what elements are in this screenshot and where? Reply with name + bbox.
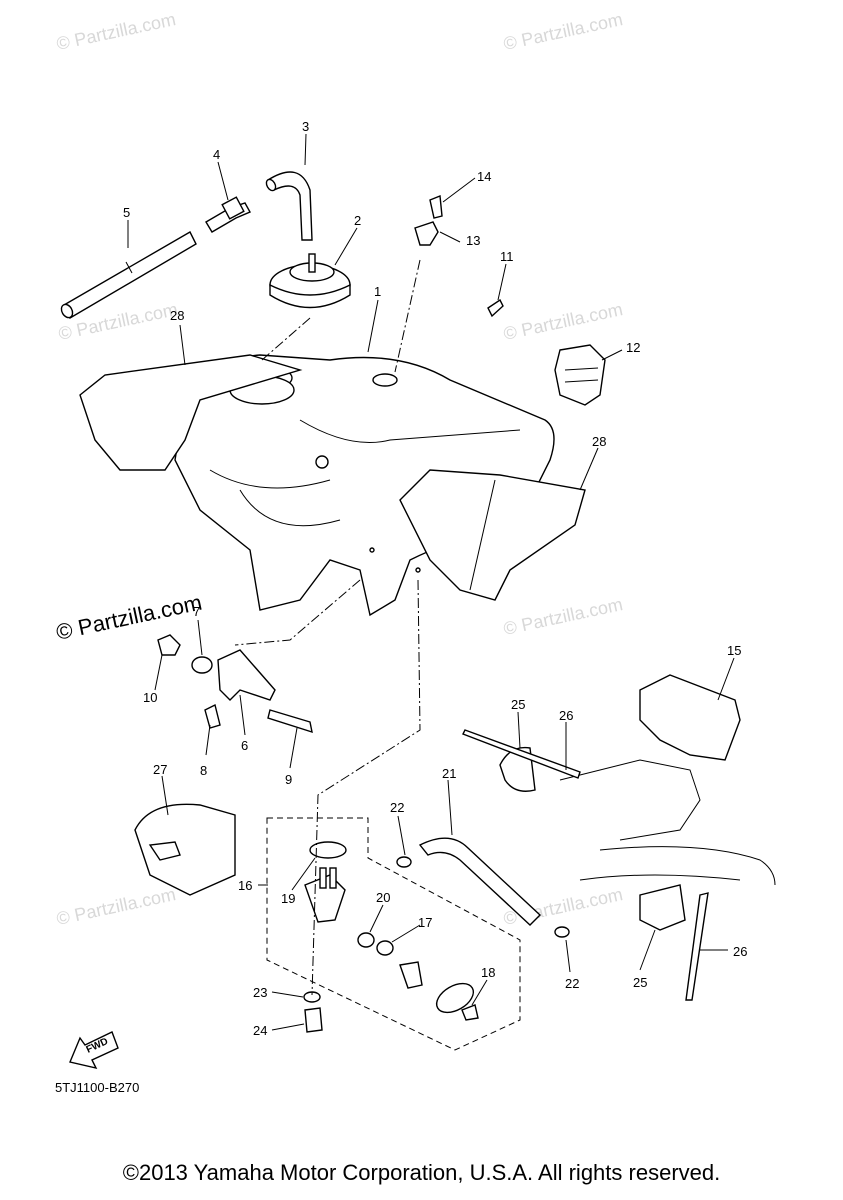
callout-21: 21: [442, 766, 456, 781]
callout-27: 27: [153, 762, 167, 777]
callout-3: 3: [302, 119, 309, 134]
callout-19: 19: [281, 891, 295, 906]
callout-14: 14: [477, 169, 491, 184]
part-lever: [399, 961, 423, 989]
part-plate: [435, 982, 475, 1014]
callout-15: 15: [727, 643, 741, 658]
callout-23: 23: [253, 985, 267, 1000]
part-22-clip-lower: [554, 926, 570, 938]
callout-6: 6: [241, 738, 248, 753]
callout-25-lower: 25: [633, 975, 647, 990]
part-6-bracket: [217, 649, 276, 701]
callout-28-left: 28: [170, 308, 184, 323]
watermark-lower-left: © Partzilla.com: [55, 884, 178, 929]
callouts: 1 2 3 4 5 6 7 8 9 10 11 12 13 14 15 16 1…: [123, 119, 747, 1038]
assembly-line-tank-bracket: [234, 579, 361, 646]
part-17-oring: [376, 940, 394, 956]
callout-1: 1: [374, 284, 381, 299]
part-14-bolt: [429, 195, 443, 219]
watermark-top-left: © Partzilla.com: [55, 9, 178, 54]
part-21-fuel-hose: [418, 837, 542, 926]
part-26-tie-upper: [462, 729, 581, 779]
callout-28-right: 28: [592, 434, 606, 449]
callout-5: 5: [123, 205, 130, 220]
callout-2: 2: [354, 213, 361, 228]
part-3-breather-hose: [265, 171, 313, 241]
part-25-clamp-lower: [639, 884, 686, 931]
watermark-top-right: © Partzilla.com: [502, 9, 625, 54]
fwd-arrow-icon: FWD: [69, 1031, 119, 1070]
callout-25-upper: 25: [511, 697, 525, 712]
part-8-bolt: [204, 703, 221, 729]
callout-26-lower: 26: [733, 944, 747, 959]
callout-4: 4: [213, 147, 220, 162]
frame-section: [559, 759, 776, 886]
watermark-right-center: © Partzilla.com: [502, 594, 625, 639]
part-28-left-cover: [79, 354, 303, 471]
part-15-mount: [639, 674, 741, 761]
callout-16: 16: [238, 878, 252, 893]
part-13-collar: [414, 221, 439, 246]
callout-11: 11: [500, 249, 514, 264]
part-27-damper: [134, 803, 236, 896]
callout-24: 24: [253, 1023, 267, 1038]
part-18-screw: [461, 1004, 479, 1021]
assembly-line-cap: [261, 317, 311, 361]
callout-10: 10: [143, 690, 157, 705]
assembly-line-bolt13: [394, 259, 421, 373]
part-22-clip-upper: [396, 856, 412, 868]
callout-17: 17: [418, 915, 432, 930]
callout-8: 8: [200, 763, 207, 778]
callout-22-upper: 22: [390, 800, 404, 815]
callout-20: 20: [376, 890, 390, 905]
part-12-damper: [554, 344, 606, 406]
copyright-notice: ©2013 Yamaha Motor Corporation, U.S.A. A…: [122, 1160, 721, 1185]
part-9-bolt: [267, 709, 313, 734]
part-7-damper: [191, 656, 213, 674]
part-24-bolt: [304, 1007, 323, 1033]
part-26-tie-lower: [685, 892, 709, 1001]
watermark-main: © Partzilla.com: [54, 590, 204, 645]
callout-12: 12: [626, 340, 640, 355]
part-10-bolt: [157, 634, 181, 656]
part-5-hose: [60, 231, 197, 319]
callout-leaders: [127, 133, 735, 1031]
part-11-bolt: [487, 298, 504, 318]
watermark-mid-right: © Partzilla.com: [502, 299, 625, 344]
part-4-fitting: [205, 196, 251, 233]
part-1-fuel-tank: [174, 354, 555, 617]
callout-7: 7: [193, 604, 200, 619]
part-20-seal: [357, 932, 375, 948]
callout-9: 9: [285, 772, 292, 787]
callout-22-lower: 22: [565, 976, 579, 991]
part-28-right-cover: [399, 469, 586, 601]
callout-18: 18: [481, 965, 495, 980]
assembly-line-tank-cock: [311, 579, 421, 996]
diagram-code: 5TJ1100-B270: [55, 1080, 139, 1095]
callout-26-upper: 26: [559, 708, 573, 723]
part-2-fuel-cap: [269, 253, 351, 309]
callout-13: 13: [466, 233, 480, 248]
